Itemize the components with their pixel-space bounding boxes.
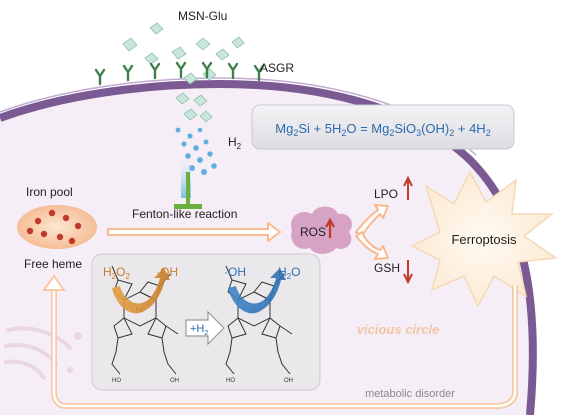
lpo-label: LPO: [374, 187, 398, 201]
h2o-label: H2O: [278, 265, 300, 281]
fenton-arrow: [107, 222, 281, 242]
oh-left-2: OH: [170, 378, 179, 384]
iron-dots: [26, 209, 82, 245]
ho-left-1: HO: [112, 378, 121, 384]
blue-reaction-arc: [228, 268, 286, 314]
fork-arrows: [355, 204, 389, 260]
h2-label: H2: [228, 135, 242, 151]
asgr-receptors: [94, 61, 265, 86]
asgr-label: ASGR: [260, 61, 294, 75]
gsh-label: GSH: [374, 261, 400, 275]
ros-label: ROS: [300, 225, 326, 239]
oh-right-label: ·OH: [224, 265, 246, 279]
inhibit-stem: [186, 172, 190, 206]
ros-up-arrow: [325, 217, 335, 238]
plus-h2-label: +H2: [190, 323, 208, 337]
equation-text: Mg2Si + 5H2O = Mg2SiO3(OH)2 + 4H2: [275, 121, 490, 138]
ho-right-1: HO: [226, 378, 235, 384]
msn-glu-label: MSN-Glu: [178, 9, 227, 23]
internalized-particles: [175, 92, 213, 123]
oh-left-label: ·OH: [156, 265, 178, 279]
ferroptosis-burst: [410, 170, 559, 308]
fenton-label: Fenton-like reaction: [132, 207, 237, 221]
ros-cloud: [291, 206, 352, 254]
oh-right-2: OH: [284, 378, 293, 384]
iron-pool-ellipse: [17, 205, 97, 249]
metabolic-disorder-label: metabolic disorder: [365, 388, 455, 400]
equation-box: Mg2Si + 5H2O = Mg2SiO3(OH)2 + 4H2: [251, 104, 515, 150]
free-heme-label: Free heme: [24, 257, 82, 271]
ferroptosis-label: Ferroptosis: [451, 232, 517, 247]
gsh-down-arrow: [403, 260, 413, 285]
plus-h2-arrow: [185, 310, 225, 346]
orange-reaction-arc: [112, 268, 170, 314]
vicious-loop-arrowhead: [42, 274, 66, 291]
lpo-up-arrow: [403, 175, 413, 200]
msn-particles: [122, 22, 245, 85]
iron-pool-label: Iron pool: [26, 185, 73, 199]
inhibit-bar: [174, 204, 202, 209]
h2o2-label: H2O2: [103, 265, 130, 281]
vicious-circle-label: vicious circle: [357, 322, 439, 337]
